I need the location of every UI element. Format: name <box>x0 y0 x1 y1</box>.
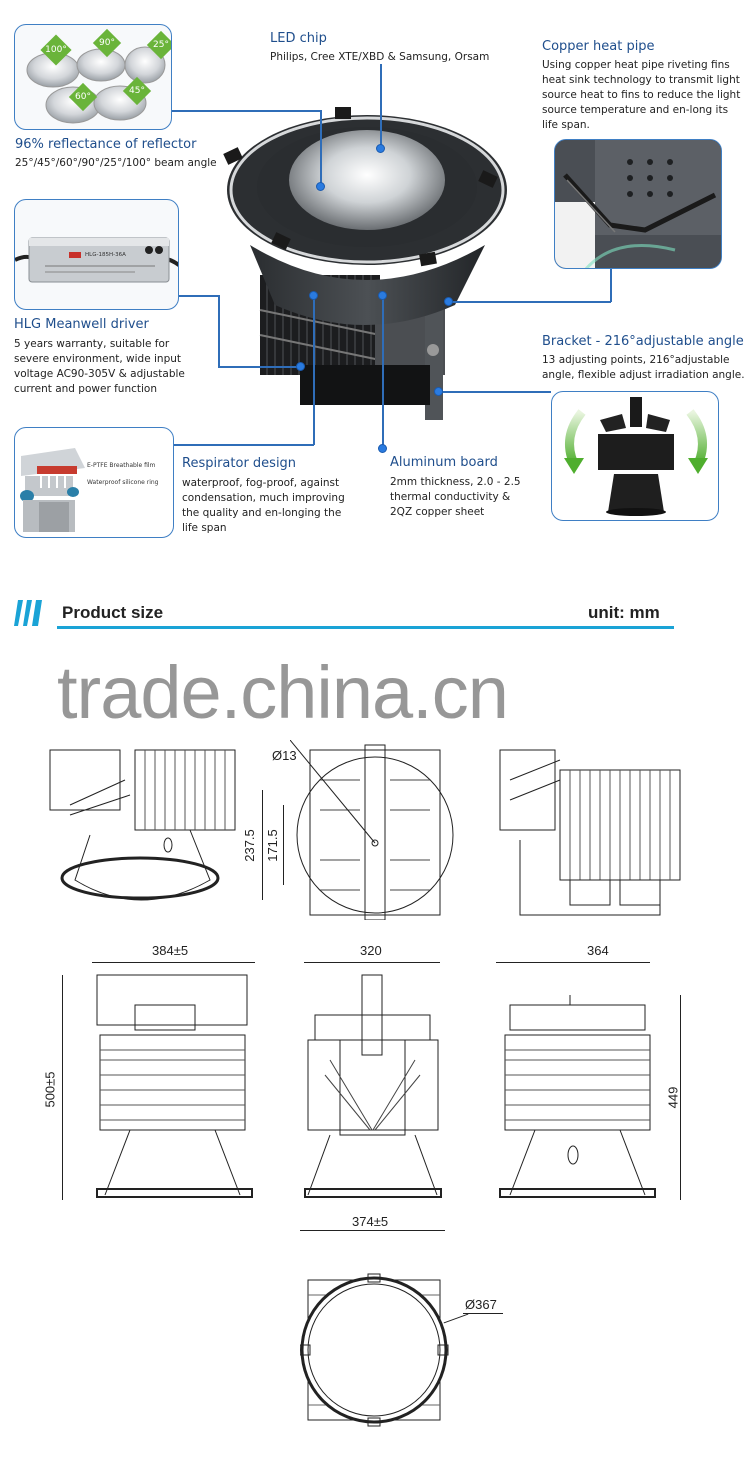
leader-line-heat-pipe-h <box>450 301 611 303</box>
ptfe-film <box>37 466 77 474</box>
heat-pipe-photo <box>555 140 721 268</box>
silicone-ring <box>20 490 34 502</box>
bracket-marker <box>434 387 443 396</box>
leader-line-bracket <box>440 391 551 393</box>
leader-line-driver-h <box>179 295 219 297</box>
led-chip-title: LED chip <box>270 31 327 46</box>
rotate-right-arrow-icon <box>688 458 708 474</box>
respirator-marker <box>309 291 318 300</box>
beam-badge-90-label: 90° <box>99 38 115 48</box>
bracket-desc: 13 adjusting points, 216°adjustable angl… <box>542 354 745 381</box>
beam-badge-45-label: 45° <box>129 86 145 96</box>
leader-line-respirator-v <box>313 298 315 445</box>
dim-line-front-width <box>304 962 440 963</box>
high-bay-lamp-photo <box>215 95 515 435</box>
aluminum-board-title: Aluminum board <box>390 455 498 470</box>
leader-line-respirator-h <box>174 444 314 446</box>
dim-hole-diameter: Ø13 <box>272 748 297 763</box>
dim-height-inner: 171.5 <box>264 829 280 862</box>
leader-line-driver-h2 <box>218 366 298 368</box>
bottom-view-drawing <box>300 1265 450 1435</box>
leader-line-reflector-v <box>320 110 322 185</box>
reflector-marker <box>316 182 325 191</box>
section-underline <box>57 626 674 629</box>
copper-heat-pipe-title: Copper heat pipe <box>542 39 655 54</box>
copper-heat-pipe-desc: Using copper heat pipe riveting fins hea… <box>542 59 741 131</box>
dim-diameter-underline <box>463 1313 503 1314</box>
driver-image-card: HLG-185H-36A <box>14 199 179 310</box>
leader-line-driver-v <box>218 295 220 367</box>
bracket-image-card <box>551 391 719 521</box>
watermark-text: trade.china.cn <box>57 651 509 734</box>
perspective-drawing-left <box>40 720 240 910</box>
reflector-desc: 25°/45°/60°/90°/25°/100° beam angle <box>15 157 217 169</box>
aluminum-board-desc: 2mm thickness, 2.0 - 2.5 thermal conduct… <box>390 476 521 518</box>
rotate-left-arrow-icon <box>564 458 584 474</box>
meanwell-driver-photo <box>15 237 178 283</box>
dim-line-back-width <box>496 962 650 963</box>
respirator-title: Respirator design <box>182 456 297 471</box>
dim-width-base: 374±5 <box>352 1214 389 1229</box>
front-elevation-drawing <box>300 965 445 1200</box>
leader-line-aluminum-board <box>382 298 384 448</box>
driver-model-label: HLG-185H-36A <box>85 252 126 258</box>
driver-desc: 5 years warranty, suitable for severe en… <box>14 338 185 395</box>
respirator-cutaway-illustration <box>20 448 85 532</box>
driver-marker <box>296 362 305 371</box>
ptfe-film-label: E-PTFE Breathable film <box>87 462 156 469</box>
beam-badge-25-label: 25° <box>153 40 169 50</box>
dim-height-total: 500±5 <box>42 1071 58 1108</box>
reflector-title: 96% reflectance of reflector <box>15 137 197 152</box>
product-size-title: Product size <box>62 603 164 622</box>
heat-pipe-marker <box>444 297 453 306</box>
dim-height-back: 449 <box>665 1086 681 1109</box>
section-stripes-icon <box>14 598 44 628</box>
dim-height-outer: 237.5 <box>241 829 257 862</box>
leader-line-reflector-h <box>172 110 320 112</box>
beam-badge-60-label: 60° <box>75 92 91 102</box>
dim-line-237 <box>262 790 263 900</box>
dim-line-171 <box>283 805 284 885</box>
silicone-ring-label: Waterproof silicone ring <box>87 479 159 486</box>
dim-line-total-height <box>62 975 63 1200</box>
dim-diameter: Ø367 <box>465 1297 497 1312</box>
dim-width-side: 384±5 <box>152 943 189 958</box>
leader-line-led-chip <box>380 64 382 148</box>
unit-label: unit: mm <box>588 603 660 622</box>
top-view-drawing <box>290 740 460 920</box>
dim-line-back-height <box>680 995 681 1200</box>
bracket-rotation-illustration <box>564 397 708 516</box>
dim-width-back: 364 <box>587 943 609 958</box>
driver-title: HLG Meanwell driver <box>14 317 149 332</box>
perspective-drawing-right <box>490 740 690 925</box>
respirator-desc: waterproof, fog-proof, against condensat… <box>182 477 345 534</box>
reflector-image-card: 100° 90° 25° 60° 45° <box>14 24 172 130</box>
led-chip-desc: Philips, Cree XTE/XBD & Samsung, Orsam <box>270 51 490 63</box>
led-chip-marker <box>376 144 385 153</box>
dim-line-base-width <box>300 1230 445 1231</box>
beam-badge-100-label: 100° <box>45 45 67 55</box>
aluminum-board-marker-bottom <box>378 444 387 453</box>
dim-line-side-width <box>92 962 255 963</box>
aluminum-board-marker-top <box>378 291 387 300</box>
side-elevation-drawing <box>85 965 260 1200</box>
leader-line-heat-pipe-v <box>610 269 612 302</box>
heat-pipe-image-card <box>554 139 722 269</box>
back-elevation-drawing <box>495 965 660 1200</box>
dim-width-front: 320 <box>360 943 382 958</box>
respirator-image-card: E-PTFE Breathable film Waterproof silico… <box>14 427 174 538</box>
bracket-title: Bracket - 216°adjustable angle <box>542 334 744 349</box>
